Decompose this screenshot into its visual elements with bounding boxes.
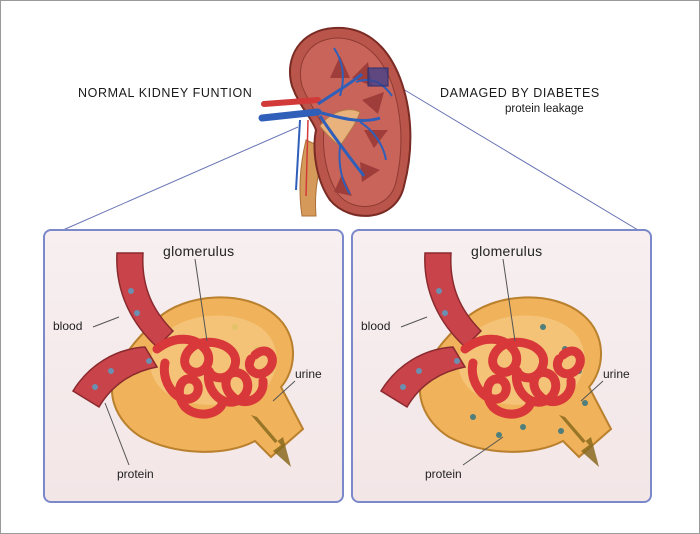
kidney <box>258 26 412 217</box>
damaged-function-panel: glomerulus blood urine protein <box>351 229 652 503</box>
normal-function-panel: glomerulus blood urine protein <box>43 229 344 503</box>
blood-label: blood <box>361 319 391 333</box>
normal-panel-leaders <box>92 258 296 466</box>
protein-label: protein <box>117 467 154 481</box>
protein-label: protein <box>425 467 462 481</box>
magnified-region-marker <box>367 67 389 87</box>
damaged-glomerulus-illustration <box>379 252 613 467</box>
connector-line-left <box>62 126 299 231</box>
normal-kidney-title: NORMAL KIDNEY FUNTION <box>78 86 253 100</box>
connector-line-right <box>387 79 639 231</box>
protein-leakage-subtitle: protein leakage <box>505 103 584 115</box>
normal-glomerulus-illustration <box>71 252 305 467</box>
glomerulus-label: glomerulus <box>471 243 543 259</box>
damaged-kidney-title: DAMAGED BY DIABETES <box>440 86 600 100</box>
urine-label: urine <box>603 367 630 381</box>
urine-label: urine <box>295 367 322 381</box>
glomerulus-label: glomerulus <box>163 243 235 259</box>
blood-label: blood <box>53 319 83 333</box>
damaged-panel-leaders <box>400 258 604 466</box>
